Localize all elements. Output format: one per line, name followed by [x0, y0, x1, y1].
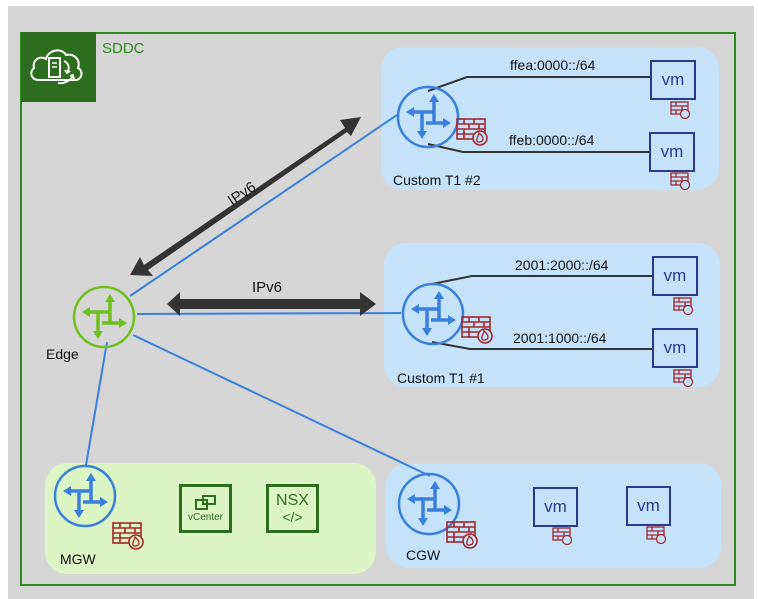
segment-line-ffea [427, 76, 652, 92]
vm-box[interactable]: vm [649, 132, 695, 172]
ipv6-arrow-horizontal [167, 292, 376, 316]
t1-1-router-icon[interactable] [401, 282, 465, 346]
vcenter-icon [194, 494, 216, 510]
cloud-sync-icon [30, 49, 83, 85]
ipv6-label-horizontal: IPv6 [252, 279, 282, 296]
mgw-router-icon[interactable] [53, 464, 117, 528]
vm-box[interactable]: vm [533, 487, 578, 527]
firewall-icon [456, 118, 488, 146]
segment-label: 2001:1000::/64 [513, 330, 607, 346]
vcenter-label: vCenter [187, 511, 223, 523]
sddc-title: SDDC [102, 40, 145, 57]
link-edge-t1-2[interactable] [129, 114, 398, 297]
vm-box[interactable]: vm [650, 60, 696, 100]
segment-label: ffeb:0000::/64 [509, 132, 595, 148]
firewall-icon [446, 521, 478, 549]
sddc-badge [21, 32, 96, 102]
zone-label-cgw: CGW [406, 547, 441, 563]
zone-label-t1-2: Custom T1 #2 [393, 172, 481, 188]
sddc-boundary [20, 32, 736, 586]
segment-label: ffea:0000::/64 [510, 57, 596, 73]
t1-2-router-icon[interactable] [396, 85, 460, 149]
vm-box[interactable]: vm [652, 328, 698, 368]
vm-firewall-icon [552, 527, 572, 545]
edge-label: Edge [46, 346, 79, 362]
link-edge-t1-1[interactable] [136, 312, 402, 315]
vm-firewall-icon [646, 526, 666, 544]
segment-label: 2001:2000::/64 [515, 257, 609, 273]
firewall-icon [461, 316, 493, 344]
nsx-label: NSX [276, 492, 309, 509]
vm-box[interactable]: vm [652, 256, 698, 296]
zone-mgw [45, 463, 376, 574]
link-edge-mgw[interactable] [85, 341, 108, 466]
vm-firewall-icon [673, 297, 693, 315]
nsx-tile[interactable]: NSX </> [266, 484, 319, 533]
segment-line-2001-1000 [431, 341, 652, 350]
vm-firewall-icon [670, 101, 690, 119]
firewall-icon [112, 522, 144, 550]
segment-line-ffeb [427, 143, 650, 153]
edge-router-icon[interactable] [72, 285, 136, 349]
ipv6-arrow-diagonal [130, 117, 361, 276]
nsx-code-icon: </> [282, 509, 303, 525]
vcenter-tile[interactable]: vCenter [179, 484, 232, 533]
link-edge-cgw[interactable] [132, 334, 431, 477]
zone-label-t1-1: Custom T1 #1 [397, 370, 485, 386]
zone-custom-t1-2 [381, 47, 719, 190]
segment-line-2001-2000 [431, 275, 652, 285]
cgw-router-icon[interactable] [397, 472, 461, 536]
zone-label-mgw: MGW [60, 551, 96, 567]
vm-firewall-icon [673, 369, 693, 387]
vm-box[interactable]: vm [626, 486, 671, 526]
zone-cgw [386, 463, 721, 568]
vm-firewall-icon [670, 172, 690, 190]
